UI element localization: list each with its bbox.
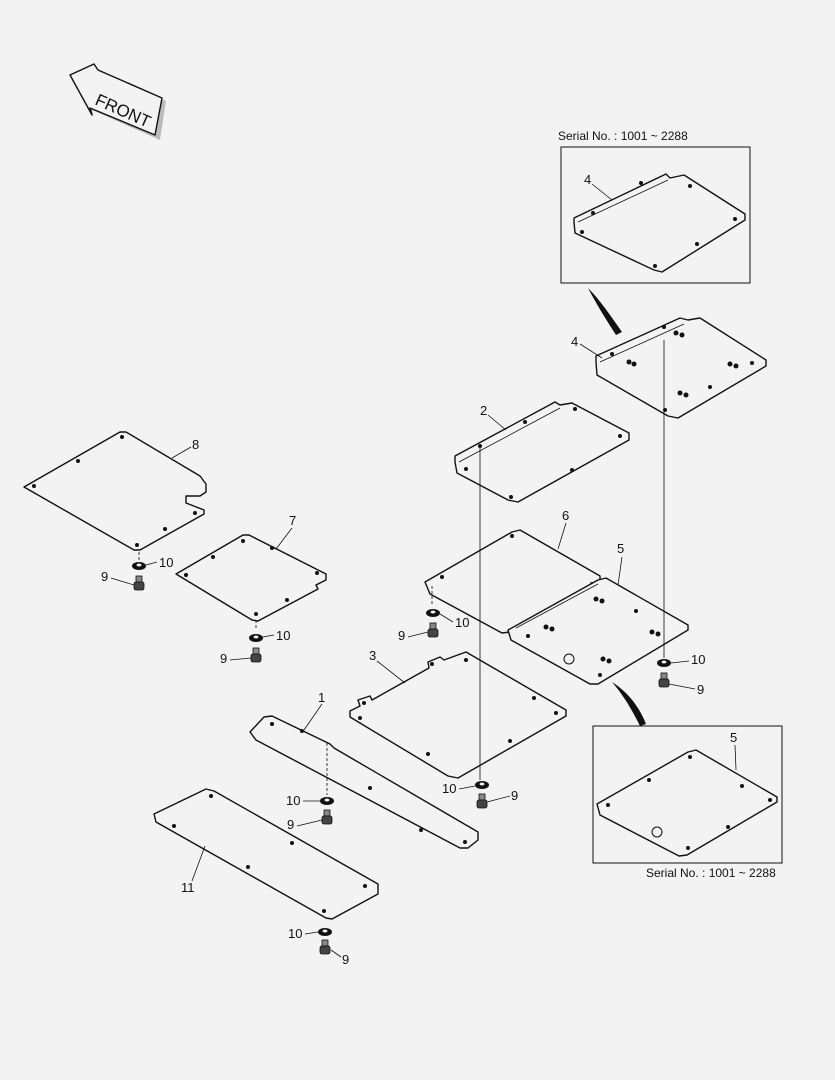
callout-4: 4	[571, 334, 578, 349]
part-4-clip-nuts	[626, 330, 739, 398]
part-11-plate	[153, 788, 379, 920]
part-2-group: 2	[454, 401, 630, 503]
washer-a	[132, 562, 146, 570]
part-3-plate	[349, 651, 567, 779]
fastener-set-c: 10 9	[398, 609, 469, 643]
callout-9-c: 9	[398, 628, 405, 643]
bolt-f	[321, 809, 333, 825]
fastener-set-b: 10 9	[220, 628, 290, 666]
callout-10-a: 10	[159, 555, 173, 570]
part-3-group: 3	[349, 648, 567, 779]
callout-10-b: 10	[276, 628, 290, 643]
callout-2: 2	[480, 403, 487, 418]
fastener-set-e: 10 9	[442, 781, 518, 809]
callout-9-e: 9	[511, 788, 518, 803]
fastener-set-f: 10 9	[286, 793, 334, 832]
part-1-plate	[249, 715, 479, 849]
bolt-c	[427, 622, 439, 638]
part-5-clip-nuts	[543, 596, 661, 664]
part-7-plate	[175, 534, 327, 622]
fastener-set-a: 10 9	[101, 555, 173, 591]
callout-9-b: 9	[220, 651, 227, 666]
callout-10-e: 10	[442, 781, 456, 796]
part-5-inset	[596, 749, 778, 857]
bolt-e	[476, 793, 488, 809]
assembly-axes	[138, 340, 665, 795]
callout-5-inset: 5	[730, 730, 737, 745]
callout-4-inset: 4	[584, 172, 591, 187]
inset-bottom-pointer	[612, 682, 646, 726]
callout-9-f: 9	[287, 817, 294, 832]
part-4-group: 4	[571, 317, 767, 419]
callout-1: 1	[318, 690, 325, 705]
front-arrow: FRONT	[69, 63, 166, 140]
part-5-group: 5	[507, 541, 689, 685]
callout-5: 5	[617, 541, 624, 556]
callout-10-c: 10	[455, 615, 469, 630]
serial-top-label: Serial No. : 1001 ~ 2288	[558, 129, 688, 143]
washer-b	[249, 634, 263, 642]
callout-10-g: 10	[288, 926, 302, 941]
callout-7: 7	[289, 513, 296, 528]
part-4-inset	[573, 173, 746, 273]
washer-f	[320, 797, 334, 805]
inset-top-pointer	[588, 288, 622, 335]
part-8-plate	[23, 431, 207, 551]
washer-d	[657, 659, 671, 667]
callout-10-f: 10	[286, 793, 300, 808]
washer-c	[426, 609, 440, 617]
washer-e	[475, 781, 489, 789]
serial-bottom-label: Serial No. : 1001 ~ 2288	[646, 866, 776, 880]
callout-9-g: 9	[342, 952, 349, 967]
fastener-set-g: 10 9	[288, 926, 349, 967]
part-1-group: 1	[249, 690, 479, 849]
fastener-set-d: 10 9	[657, 652, 705, 697]
inset-top: Serial No. : 1001 ~ 2288 4	[558, 129, 751, 284]
bolt-d	[658, 672, 670, 688]
callout-9-a: 9	[101, 569, 108, 584]
callout-9-d: 9	[697, 682, 704, 697]
inset-bottom-frame	[592, 725, 783, 864]
callout-3: 3	[369, 648, 376, 663]
callout-10-d: 10	[691, 652, 705, 667]
callout-8: 8	[192, 437, 199, 452]
washer-g	[318, 928, 332, 936]
bolt-b	[250, 647, 262, 663]
part-7-group: 7	[175, 513, 327, 622]
bolt-g	[319, 939, 331, 955]
part-8-group: 8	[23, 431, 207, 551]
inset-top-frame	[560, 146, 751, 284]
callout-6: 6	[562, 508, 569, 523]
part-4-plate	[595, 317, 767, 419]
part-2-plate	[454, 401, 630, 503]
part-11-group: 11	[153, 788, 379, 920]
bolt-a	[133, 575, 145, 591]
part-5-plate	[507, 577, 689, 685]
inset-bottom: 5 Serial No. : 1001 ~ 2288	[592, 725, 783, 880]
callout-11: 11	[181, 880, 195, 895]
